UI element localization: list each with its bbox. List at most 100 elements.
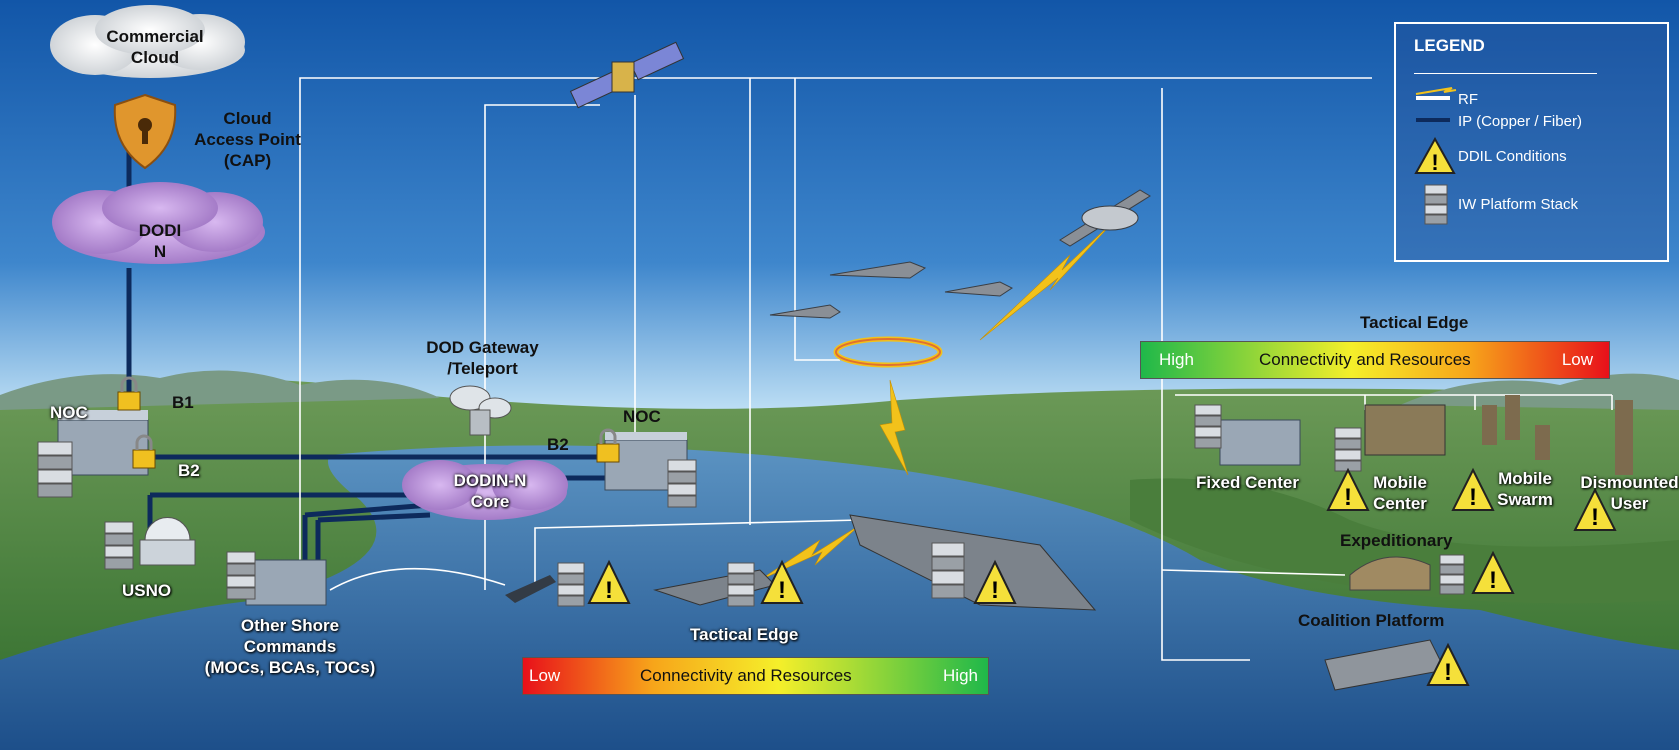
- sea-background: [0, 445, 1679, 750]
- platform-stack-icon: [1334, 427, 1362, 472]
- expeditionary-label: Expeditionary: [1340, 531, 1453, 550]
- cap-label-line: Access Point: [194, 130, 301, 149]
- svg-text:!: !: [778, 577, 786, 604]
- svg-text:!: !: [1344, 484, 1352, 511]
- mobile-swarm-label: Mobile Swarm: [1490, 468, 1560, 510]
- usno-label: USNO: [122, 581, 172, 600]
- bar-mid-label: Connectivity and Resources: [1259, 350, 1471, 369]
- svg-text:!: !: [991, 577, 999, 604]
- other-shore-building: [245, 559, 327, 606]
- commercial-cloud-shape: [50, 5, 245, 78]
- aircraft-group: [769, 189, 1151, 319]
- legend-ip-label: IP (Copper / Fiber): [1458, 113, 1582, 130]
- dodin-core-label-line: DODIN-N: [453, 471, 527, 490]
- legend-ddil-icon: !: [1414, 137, 1456, 175]
- svg-text:!: !: [1469, 484, 1477, 511]
- lock-icon: [596, 428, 620, 463]
- soldier-icons: [1482, 395, 1633, 475]
- ddil-warning-icon: !: [1326, 467, 1370, 511]
- b2-right-label: B2: [547, 435, 569, 454]
- cap-label-line: Cloud: [223, 109, 272, 128]
- ddil-warning-icon: !: [1471, 550, 1515, 594]
- other-shore-label-line: Other Shore: [240, 616, 340, 635]
- platform-stack-icon: [667, 459, 697, 508]
- commercial-cloud-label-line: Cloud: [130, 48, 180, 67]
- mobile-swarm-label-line: Swarm: [1497, 490, 1553, 509]
- platform-stack-icon: [1439, 554, 1465, 595]
- platform-stack-icon: [931, 542, 965, 599]
- tactical-edge-bottom-label: Tactical Edge: [690, 625, 799, 644]
- dodin-cloud-shape: [52, 182, 265, 264]
- svg-text:!: !: [1444, 659, 1452, 686]
- dodin-label: DODI N: [130, 220, 190, 262]
- other-shore-label: Other Shore Commands (MOCs, BCAs, TOCs): [190, 615, 390, 678]
- connectivity-bar-bottom: Low Connectivity and Resources High: [522, 657, 989, 695]
- mountains-left: [0, 370, 440, 410]
- mobile-center-label-line: Mobile: [1373, 473, 1427, 492]
- island-right: [1130, 478, 1679, 604]
- legend-stack-label: IW Platform Stack: [1458, 196, 1579, 213]
- legend-title: LEGEND: [1414, 36, 1485, 55]
- bar-high-label: High: [943, 666, 978, 685]
- legend-ddil-label: DDIL Conditions: [1458, 148, 1567, 165]
- dismounted-user-label: Dismounted User: [1580, 472, 1679, 514]
- noc-left-label: NOC: [50, 403, 88, 422]
- shield-icon: [113, 93, 177, 170]
- submarine-icon: [505, 575, 556, 603]
- legend: LEGEND RF IP (Copper / Fiber) ! DDIL Con…: [1394, 22, 1669, 262]
- other-shore-label-line: Commands: [243, 637, 337, 656]
- platform-stack-icon: [226, 551, 256, 600]
- mobile-center-vehicle-icon: [1364, 404, 1446, 456]
- legend-stack-icon: [1424, 184, 1448, 225]
- dodin-core-label: DODIN-N Core: [450, 470, 530, 512]
- dod-gateway-label-line: /Teleport: [447, 359, 518, 378]
- b1-label: B1: [172, 393, 194, 412]
- dod-gateway-label-line: DOD Gateway: [426, 338, 539, 357]
- svg-text:!: !: [1489, 567, 1497, 594]
- legend-rf-ip-icon: [1415, 87, 1457, 122]
- dodin-label-line: N: [153, 242, 167, 261]
- platform-stack-icon: [104, 521, 134, 570]
- commercial-cloud-label: Commercial Cloud: [100, 26, 210, 68]
- svg-text:!: !: [1591, 504, 1599, 531]
- carrier-icon: [849, 514, 1097, 611]
- dismounted-user-label-line: User: [1610, 494, 1649, 513]
- lock-icon: [117, 376, 141, 411]
- platform-stack-icon: [727, 562, 755, 607]
- ddil-warning-icon: !: [1573, 487, 1617, 531]
- dodin-core-label-line: Core: [470, 492, 510, 511]
- dod-gateway-label: DOD Gateway /Teleport: [415, 337, 550, 379]
- fixed-center-label: Fixed Center: [1196, 473, 1299, 492]
- mobile-center-label: Mobile Center: [1365, 472, 1435, 514]
- ddil-warning-icon: !: [973, 559, 1017, 604]
- expeditionary-tent-icon: [1349, 556, 1431, 591]
- tactical-edge-right-label: Tactical Edge: [1360, 313, 1469, 332]
- fixed-center-building: [1219, 419, 1301, 466]
- coalition-platform-label: Coalition Platform: [1298, 611, 1445, 630]
- bar-low-label: Low: [529, 666, 561, 685]
- ddil-warning-icon: !: [760, 559, 804, 604]
- dismounted-user-label-line: Dismounted: [1580, 473, 1679, 492]
- cap-label: Cloud Access Point (CAP): [190, 108, 305, 171]
- b2-left-label: B2: [178, 461, 200, 480]
- connectivity-bar-right: High Connectivity and Resources Low: [1140, 341, 1610, 379]
- bar-low-label: Low: [1561, 350, 1593, 369]
- bar-mid-label: Connectivity and Resources: [640, 666, 852, 685]
- svg-text:!: !: [1431, 150, 1438, 175]
- lock-icon: [132, 434, 156, 469]
- mobile-swarm-label-line: Mobile: [1498, 469, 1552, 488]
- noc-right-label: NOC: [623, 407, 661, 426]
- platform-stack-icon: [1194, 404, 1222, 449]
- usno-dome: [139, 517, 196, 566]
- cap-label-line: (CAP): [223, 151, 272, 170]
- dodin-core-cloud-shape: [402, 460, 568, 520]
- bar-high-label: High: [1159, 350, 1194, 369]
- dodin-label-line: DODI: [138, 221, 182, 240]
- ddil-warning-icon: !: [1426, 642, 1470, 686]
- platform-stack-icon: [37, 441, 73, 498]
- satellite-icon: [569, 41, 685, 109]
- legend-divider: [1414, 73, 1597, 74]
- mountains-right: [1400, 373, 1679, 410]
- other-shore-label-line: (MOCs, BCAs, TOCs): [204, 658, 376, 677]
